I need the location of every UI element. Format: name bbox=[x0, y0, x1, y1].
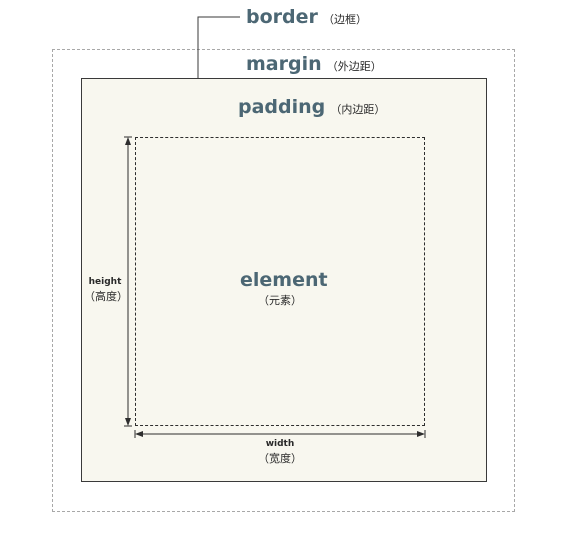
border-label-note: （边框） bbox=[322, 13, 367, 26]
width-label-note: （宽度） bbox=[258, 452, 302, 465]
element-label-name: element bbox=[240, 269, 328, 291]
padding-label-name: padding bbox=[238, 96, 326, 118]
margin-label: margin （外边距） bbox=[246, 55, 382, 74]
element-label-note: （元素） bbox=[258, 294, 302, 307]
height-label-note: （高度） bbox=[84, 290, 128, 303]
height-arrow bbox=[124, 136, 132, 427]
border-label: border （边框） bbox=[246, 8, 367, 27]
content-area bbox=[135, 137, 425, 426]
margin-label-note: （外边距） bbox=[326, 60, 382, 73]
margin-label-name: margin bbox=[246, 53, 322, 75]
border-label-name: border bbox=[246, 6, 318, 28]
margin-area bbox=[52, 49, 515, 512]
padding-label-note: （内边距） bbox=[330, 103, 386, 116]
element-label: element （元素） bbox=[240, 269, 328, 307]
width-label: width （宽度） bbox=[248, 439, 312, 465]
border-leader-line bbox=[197, 16, 240, 78]
border-area bbox=[81, 78, 487, 482]
padding-label: padding （内边距） bbox=[238, 98, 385, 117]
height-label: height （高度） bbox=[84, 277, 128, 303]
width-arrow bbox=[134, 430, 426, 438]
width-label-name: width bbox=[265, 439, 295, 449]
height-label-name: height bbox=[88, 277, 122, 287]
